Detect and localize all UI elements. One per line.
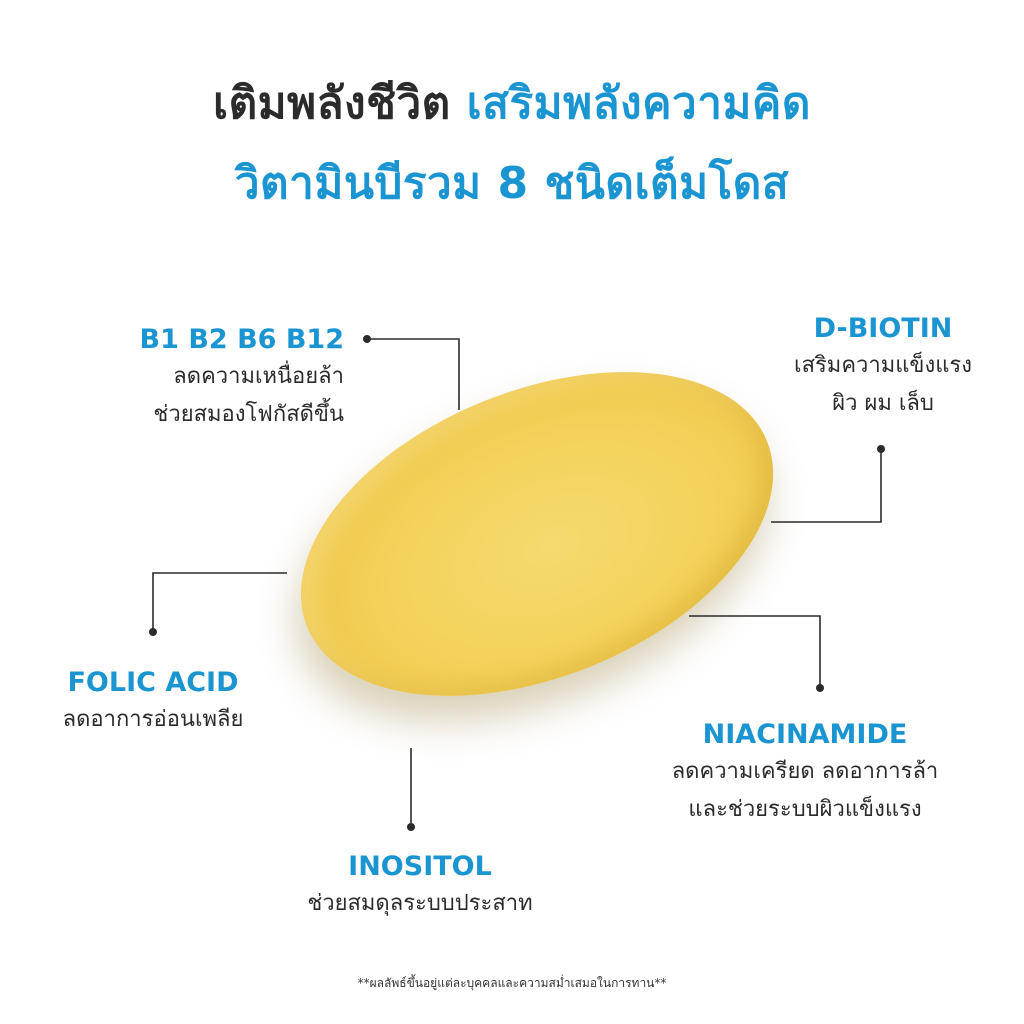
label-inositol: INOSITOL ช่วยสมดุลระบบประสาท bbox=[280, 849, 560, 923]
dot-biotin bbox=[877, 445, 885, 453]
inositol-title: INOSITOL bbox=[348, 851, 492, 882]
b-complex-desc-2: ช่วยสมองโฟกัสดีขึ้น bbox=[153, 402, 344, 427]
folic-acid-desc: ลดอาการอ่อนเพลีย bbox=[62, 707, 244, 732]
niacinamide-desc-2: และช่วยระบบผิวแข็งแรง bbox=[688, 797, 922, 822]
label-niacinamide: NIACINAMIDE ลดความเครียด ลดอาการล้า และช… bbox=[640, 717, 970, 829]
inositol-desc: ช่วยสมดุลระบบประสาท bbox=[307, 891, 533, 916]
label-folic-acid: FOLIC ACID ลดอาการอ่อนเพลีย bbox=[40, 665, 266, 739]
connector-b-complex bbox=[367, 338, 460, 410]
label-biotin: D-BIOTIN เสริมความแข็งแรง ผิว ผม เล็บ bbox=[775, 311, 991, 423]
headline-line-2: วิตามินบีรวม 8 ชนิดเต็มโดส bbox=[234, 158, 790, 209]
connector-folic bbox=[152, 572, 287, 632]
folic-acid-title: FOLIC ACID bbox=[67, 667, 239, 698]
biotin-title: D-BIOTIN bbox=[813, 313, 953, 344]
dot-niacinamide bbox=[816, 684, 824, 692]
disclaimer-footnote: **ผลลัพธ์ขึ้นอยู่แต่ละบุคคลและความสม่ำเส… bbox=[357, 976, 667, 990]
headline-blue-text: เสริมพลังความคิด bbox=[466, 78, 811, 129]
dot-b-complex bbox=[363, 335, 371, 343]
label-b-complex: B1 B2 B6 B12 ลดความเหนื่อยล้า ช่วยสมองโฟ… bbox=[140, 322, 344, 434]
niacinamide-desc-1: ลดความเครียด ลดอาการล้า bbox=[671, 759, 939, 784]
b-complex-desc-1: ลดความเหนื่อยล้า bbox=[173, 364, 344, 389]
connector-biotin bbox=[771, 449, 882, 523]
b-complex-title: B1 B2 B6 B12 bbox=[139, 324, 344, 355]
headline-line-1: เติมพลังชีวิต เสริมพลังความคิด bbox=[0, 76, 1024, 132]
headline-dark-text: เติมพลังชีวิต bbox=[213, 78, 451, 129]
niacinamide-title: NIACINAMIDE bbox=[702, 719, 908, 750]
connector-niacinamide bbox=[689, 615, 821, 688]
dot-folic bbox=[149, 628, 157, 636]
dot-inositol bbox=[407, 823, 415, 831]
biotin-desc-2: ผิว ผม เล็บ bbox=[832, 391, 934, 416]
biotin-desc-1: เสริมความแข็งแรง bbox=[794, 353, 972, 378]
